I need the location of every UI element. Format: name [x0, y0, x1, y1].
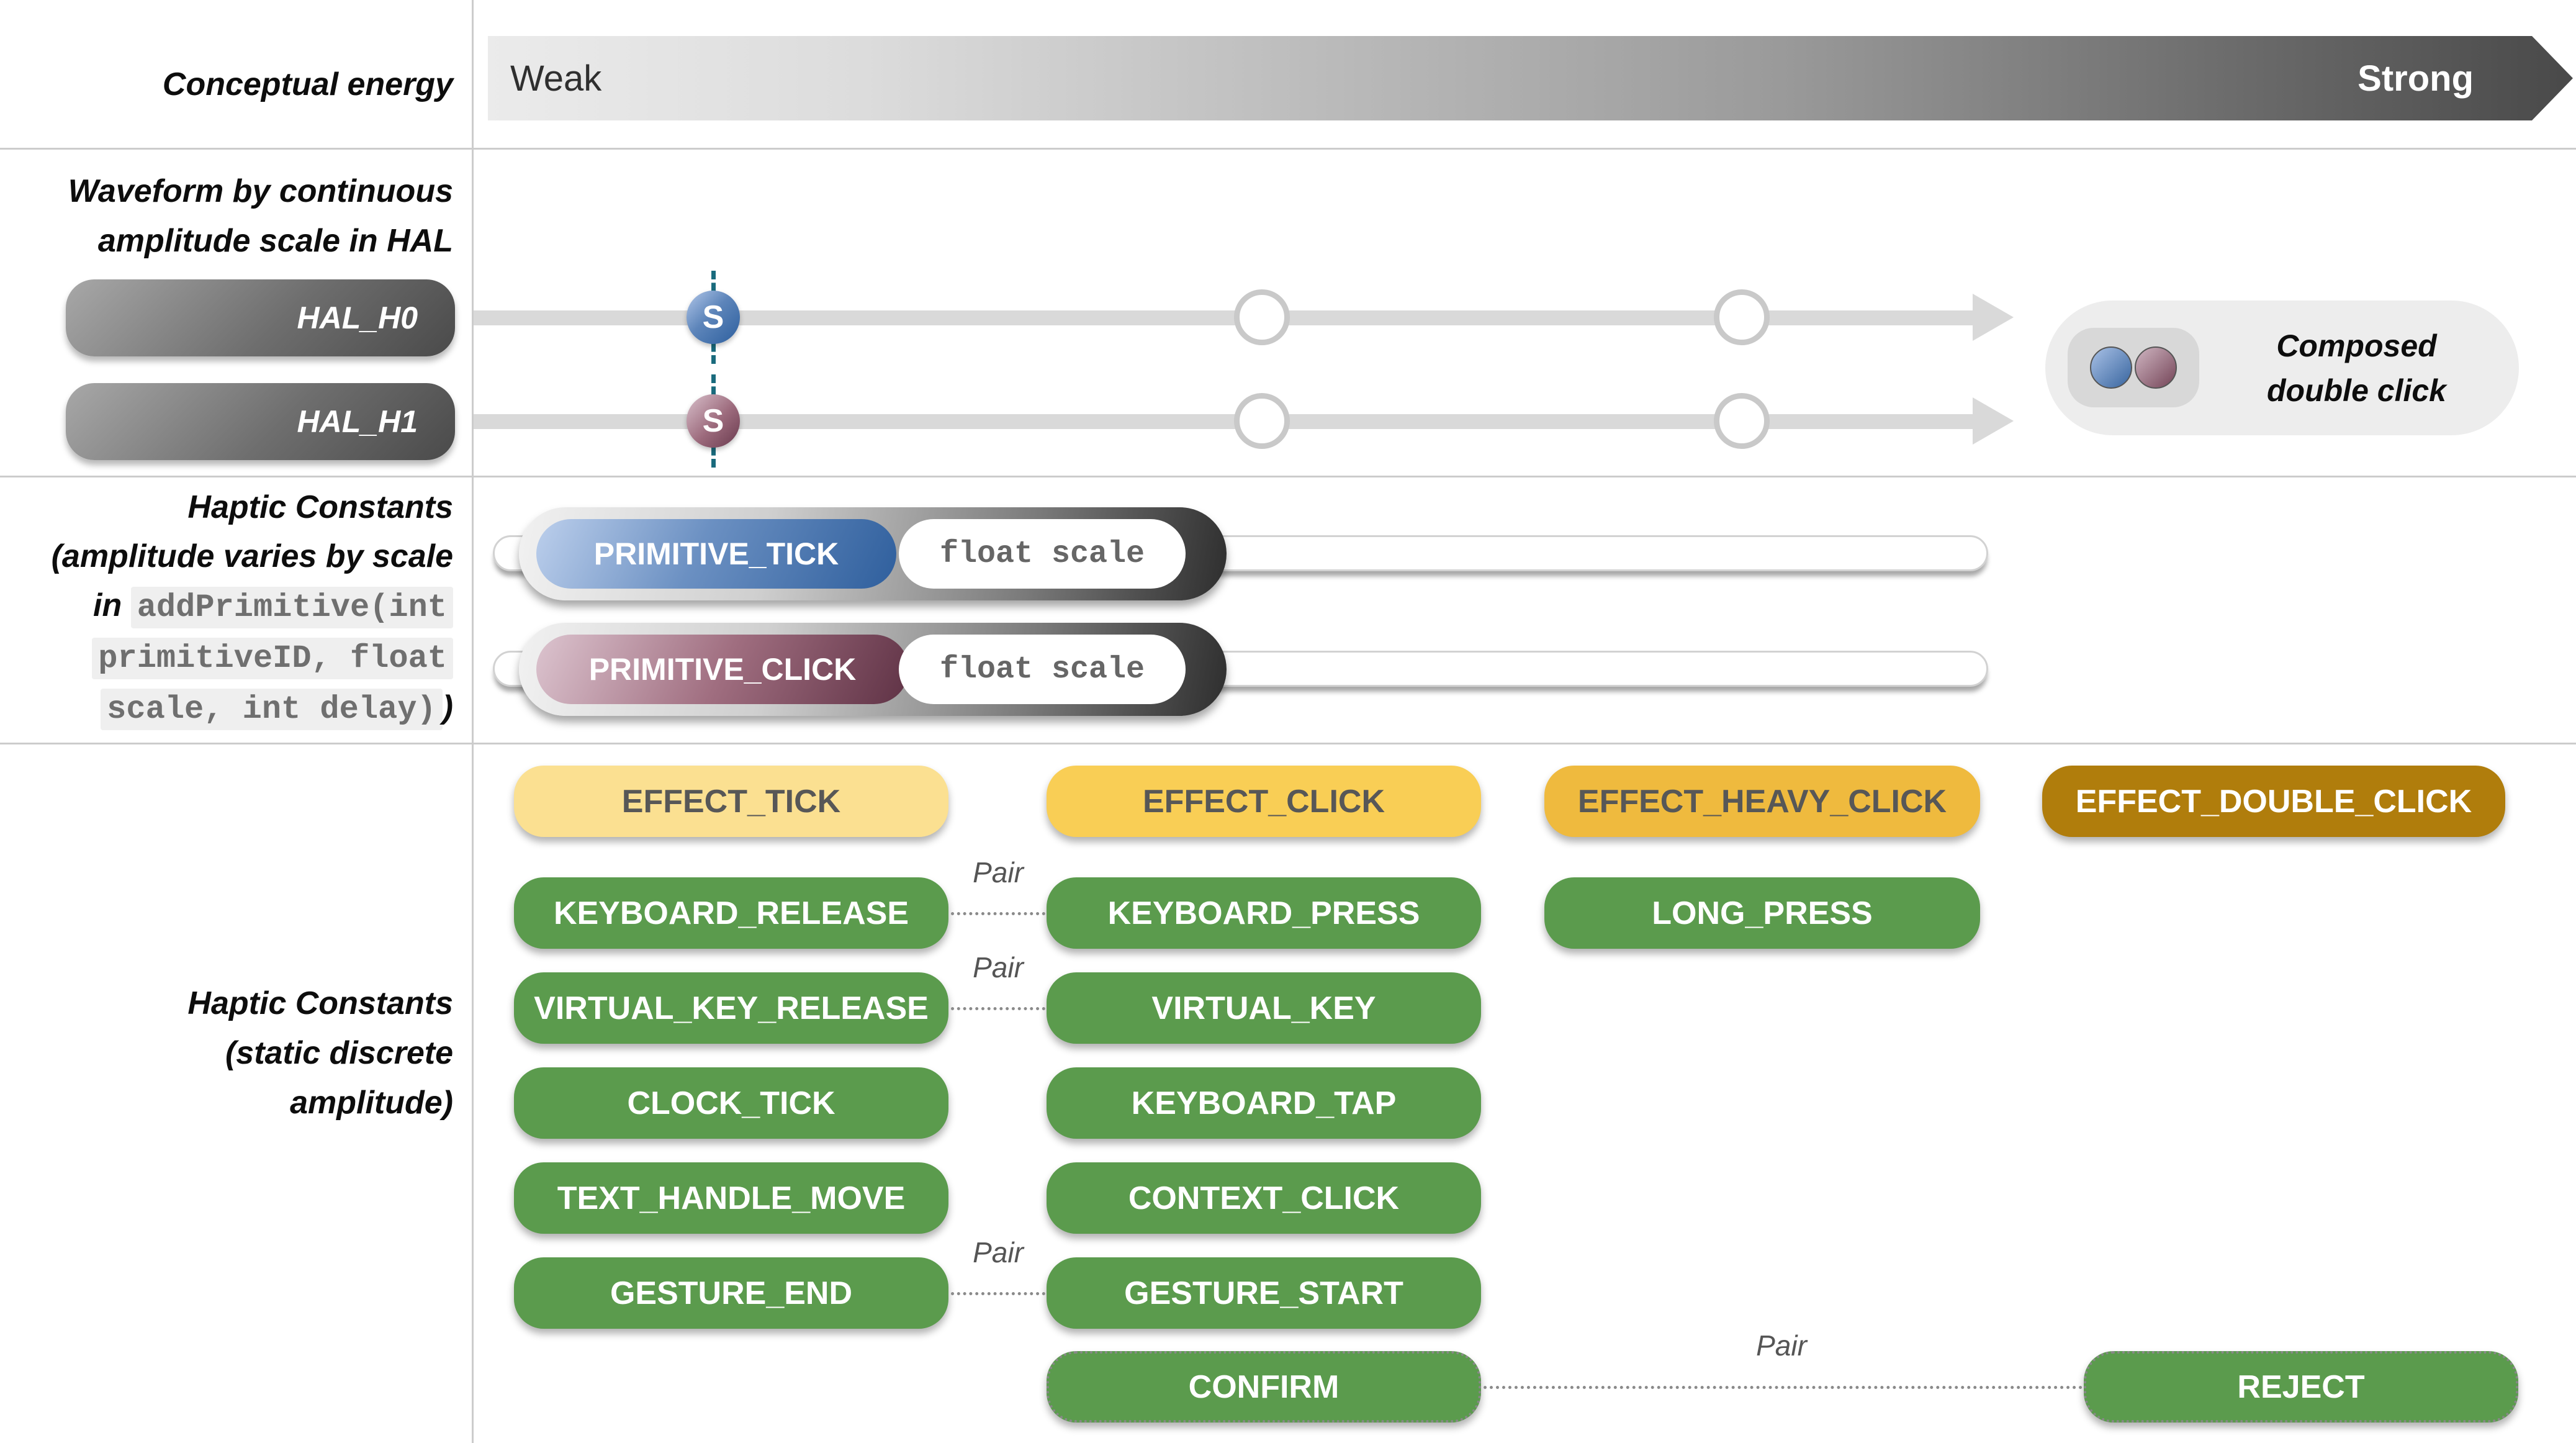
conceptual-energy-label: Conceptual energy — [162, 66, 453, 102]
waveform-label-line1: Waveform by continuous — [68, 173, 453, 209]
effect-tick-button[interactable]: EFFECT_TICK — [514, 766, 948, 837]
primitive-tick-param: float scale — [899, 519, 1186, 589]
hal-h1-thumb-letter: S — [702, 403, 724, 439]
vertical-divider — [472, 0, 474, 1443]
pair-label-keyboard: Pair — [973, 856, 1024, 889]
hal-h1-pill: HAL_H1 — [66, 383, 455, 460]
hal-h1-label: HAL_H1 — [297, 404, 418, 439]
energy-strong-label: Strong — [2358, 58, 2474, 99]
hal-h0-waypoint-2 — [1714, 289, 1770, 345]
hal-h0-waypoint-1 — [1234, 289, 1290, 345]
reject-button[interactable]: REJECT — [2084, 1351, 2518, 1423]
hal-h0-pill: HAL_H0 — [66, 279, 455, 356]
constants-label-line2: (static discrete — [225, 1035, 453, 1071]
primitive-tick-pill[interactable]: PRIMITIVE_TICK — [536, 519, 896, 589]
gesture-start-button[interactable]: GESTURE_START — [1047, 1257, 1481, 1329]
keyboard-release-button[interactable]: KEYBOARD_RELEASE — [514, 877, 948, 949]
hal-h0-thumb-letter: S — [702, 299, 724, 335]
hal-h1-waypoint-2 — [1714, 393, 1770, 449]
hal-h1-waypoint-1 — [1234, 393, 1290, 449]
horizontal-divider-1 — [0, 148, 2576, 150]
keyboard-press-button[interactable]: KEYBOARD_PRESS — [1047, 877, 1481, 949]
effect-click-button[interactable]: EFFECT_CLICK — [1047, 766, 1481, 837]
composed-double-click: Composed double click — [2045, 301, 2519, 435]
composed-waveform-chip — [2068, 328, 2199, 407]
composed-click-dot-icon — [2135, 346, 2177, 389]
hal-h1-arrowhead — [1973, 397, 2014, 445]
energy-weak-label: Weak — [510, 58, 602, 99]
waveform-label-line2: amplitude scale in HAL — [97, 223, 453, 259]
constants-label-line3: amplitude) — [290, 1085, 453, 1121]
constants-section-label: Haptic Constants (static discrete amplit… — [0, 979, 453, 1128]
pair-label-virtual-key: Pair — [973, 951, 1024, 984]
addprimitive-code-line3: scale, int delay) — [101, 689, 443, 730]
primitive-click-param-text: float scale — [939, 651, 1145, 687]
constants-label-line1: Haptic Constants — [187, 985, 453, 1021]
hal-h0-label: HAL_H0 — [297, 301, 418, 335]
virtual-key-button[interactable]: VIRTUAL_KEY — [1047, 972, 1481, 1044]
long-press-button[interactable]: LONG_PRESS — [1544, 877, 1980, 949]
primitive-click-pill[interactable]: PRIMITIVE_CLICK — [536, 635, 909, 704]
primitive-click-param: float scale — [899, 635, 1186, 704]
hal-h0-arrowhead — [1973, 294, 2014, 341]
horizontal-divider-3 — [0, 743, 2576, 744]
keyboard-tap-button[interactable]: KEYBOARD_TAP — [1047, 1067, 1481, 1139]
primitives-label-line4: primitiveID, float — [0, 632, 453, 683]
pair-line-gesture — [951, 1292, 1045, 1295]
composed-label: Composed double click — [2213, 323, 2500, 413]
text-handle-move-button[interactable]: TEXT_HANDLE_MOVE — [514, 1162, 948, 1234]
hal-h1-scale-thumb[interactable]: S — [687, 394, 740, 448]
waveform-section-label: Waveform by continuous amplitude scale i… — [0, 166, 453, 266]
pair-line-confirm-reject — [1484, 1386, 2083, 1389]
primitives-label-line2: (amplitude varies by scale — [51, 538, 453, 574]
composed-label-line2: double click — [2267, 373, 2446, 408]
pair-label-gesture: Pair — [973, 1236, 1024, 1269]
composed-tick-dot-icon — [2090, 346, 2132, 389]
addprimitive-code-line1: addPrimitive(int — [130, 587, 453, 628]
primitive-tick-param-text: float scale — [939, 536, 1145, 572]
horizontal-divider-2 — [0, 476, 2576, 477]
energy-gradient-bar: Weak Strong — [488, 36, 2573, 120]
addprimitive-code-line2: primitiveID, float — [92, 638, 453, 679]
pair-line-keyboard — [951, 912, 1045, 915]
clock-tick-button[interactable]: CLOCK_TICK — [514, 1067, 948, 1139]
primitives-section-label: Haptic Constants (amplitude varies by sc… — [0, 483, 453, 734]
effect-double-click-button[interactable]: EFFECT_DOUBLE_CLICK — [2042, 766, 2505, 837]
context-click-button[interactable]: CONTEXT_CLICK — [1047, 1162, 1481, 1234]
primitives-label-line3: in addPrimitive(int — [0, 581, 453, 632]
confirm-button[interactable]: CONFIRM — [1047, 1351, 1481, 1423]
composed-label-line1: Composed — [2276, 328, 2437, 363]
hal-h0-scale-thumb[interactable]: S — [687, 291, 740, 344]
virtual-key-release-button[interactable]: VIRTUAL_KEY_RELEASE — [514, 972, 948, 1044]
gesture-end-button[interactable]: GESTURE_END — [514, 1257, 948, 1329]
effect-heavy-click-button[interactable]: EFFECT_HEAVY_CLICK — [1544, 766, 1980, 837]
primitive-tick-label: PRIMITIVE_TICK — [593, 536, 839, 571]
pair-line-virtual-key — [951, 1007, 1045, 1010]
primitives-label-line5: scale, int delay)) — [0, 683, 453, 734]
primitive-click-label: PRIMITIVE_CLICK — [588, 652, 857, 687]
primitives-label-line1: Haptic Constants — [187, 489, 453, 525]
pair-label-confirm-reject: Pair — [1756, 1329, 1807, 1362]
